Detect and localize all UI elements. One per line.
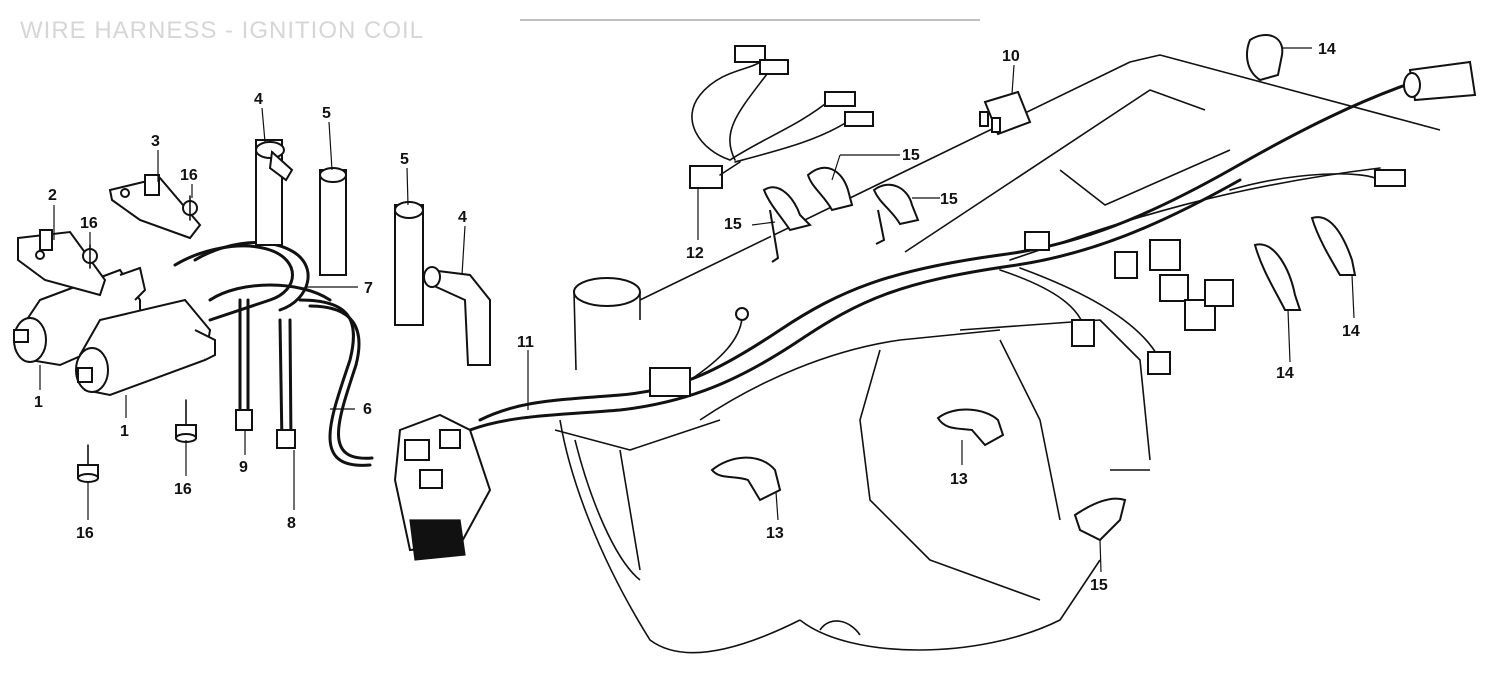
callout-15c: 15 [940, 191, 958, 208]
callout-16b: 16 [80, 215, 98, 232]
callout-1b: 1 [120, 423, 129, 440]
callout-10: 10 [1002, 48, 1020, 65]
callout-5a: 5 [322, 105, 331, 122]
callout-16d: 16 [76, 525, 94, 542]
high-tension-cords [173, 241, 374, 467]
clamp-15-a [762, 186, 812, 263]
callout-14a: 14 [1318, 41, 1336, 58]
motorcycle-frame [554, 54, 1441, 654]
coil-bracket-2 [17, 229, 107, 297]
callout-5b: 5 [400, 151, 409, 168]
callout-4b: 4 [458, 209, 467, 226]
clamp-15-b [806, 166, 854, 212]
callout-9: 9 [239, 459, 248, 476]
relay-10 [979, 90, 1032, 136]
coil-bracket-3 [108, 174, 202, 240]
callout-4a: 4 [254, 91, 263, 108]
callout-11: 11 [517, 334, 534, 351]
callout-16a: 16 [180, 167, 198, 184]
clamp-15-d [1073, 497, 1127, 542]
callout-8: 8 [287, 515, 296, 532]
callout-6: 6 [363, 401, 372, 418]
callout-numbers: 1 1 2 3 4 4 5 5 6 7 8 9 10 11 12 13 13 1… [34, 41, 1360, 594]
clamp-15-c [872, 183, 920, 245]
callout-1a: 1 [34, 394, 43, 411]
wire-harness-main [393, 60, 1477, 561]
callout-13a: 13 [766, 525, 784, 542]
callout-16c: 16 [174, 481, 192, 498]
clamp-14-right-a [1253, 243, 1302, 311]
callout-15b: 15 [902, 147, 920, 164]
callout-7: 7 [364, 280, 373, 297]
noise-suppressor-cap-5-lower [394, 201, 424, 326]
callout-12: 12 [686, 245, 704, 262]
callout-2: 2 [48, 187, 57, 204]
callout-15a: 15 [724, 216, 742, 233]
callout-13b: 13 [950, 471, 968, 488]
noise-suppressor-cap-5-upper [319, 167, 347, 276]
spark-plug-cap-4-lower [423, 266, 491, 366]
spark-plug-cap-4-upper [255, 139, 294, 246]
leader-lines [39, 47, 1355, 573]
clamp-13-left [710, 456, 782, 502]
bolt-16-loose-left [77, 444, 99, 483]
ignition-coil-rear [75, 298, 216, 397]
bolt-16-on-bracket2 [82, 244, 98, 269]
diagram-title: WIRE HARNESS - IGNITION COIL [20, 17, 424, 44]
clamp-13-right [936, 408, 1005, 447]
sub-harness-12 [689, 45, 874, 189]
clamp-14-top [1246, 34, 1284, 82]
callout-15d: 15 [1090, 577, 1108, 594]
callout-14b: 14 [1276, 365, 1294, 382]
clamp-14-right-b [1310, 216, 1357, 276]
bolt-16-on-bracket3 [182, 195, 198, 221]
callout-3: 3 [151, 133, 160, 150]
callout-14c: 14 [1342, 323, 1360, 340]
bolt-16-loose-right [175, 399, 197, 443]
